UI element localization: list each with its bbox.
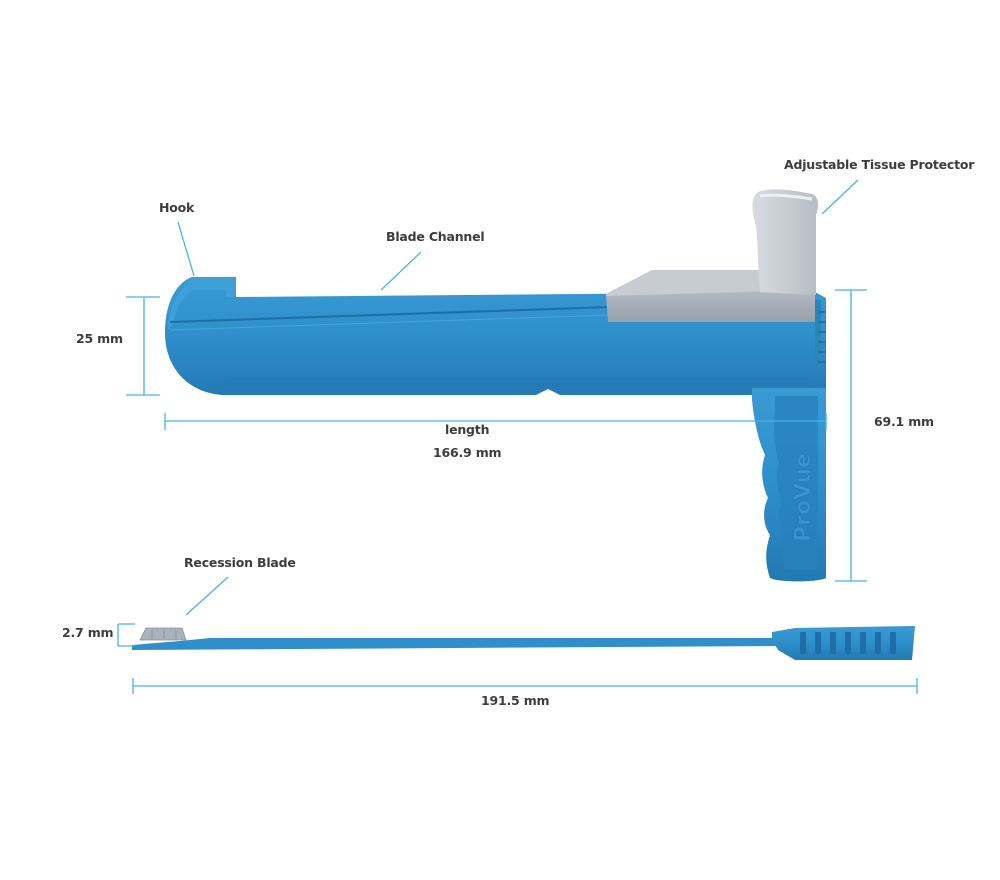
blade-channel-leader [380,251,422,291]
dim-label-height-front: 25 mm [76,331,123,346]
leader-lines [177,179,859,616]
dim-blade-height [117,623,135,647]
label-tissue-protector: Adjustable Tissue Protector [784,157,975,172]
dim-blade-length [132,678,918,694]
hook [168,277,236,330]
tissue-protector-upright [752,189,819,295]
label-blade-channel: Blade Channel [386,229,485,244]
tissue-protector [606,189,819,322]
handle [752,388,826,582]
label-hook: Hook [159,200,195,215]
dim-label-blade-length: 191.5 mm [481,693,550,708]
dim-label-blade-height: 2.7 mm [62,625,114,640]
blade-shaft [132,638,780,650]
dim-label-length-caption: length [445,422,490,437]
blade-handle-notches [800,632,896,654]
dim-label-height-total: 69.1 mm [874,414,934,429]
blade-tip [139,627,187,641]
dim-label-length: 166.9 mm [433,445,502,460]
label-recession-blade: Recession Blade [184,555,296,570]
grip-ridges [818,311,826,363]
hook-leader [177,221,195,277]
recession-blade [132,626,915,660]
dim-height-front [126,296,160,396]
brand-handle-text: ProVue [791,453,816,542]
tissue-protector-leader [821,179,859,215]
recession-blade-leader [185,576,229,616]
dim-height-total [835,289,867,582]
dim-length [164,413,827,430]
dimension-lines [117,289,918,694]
